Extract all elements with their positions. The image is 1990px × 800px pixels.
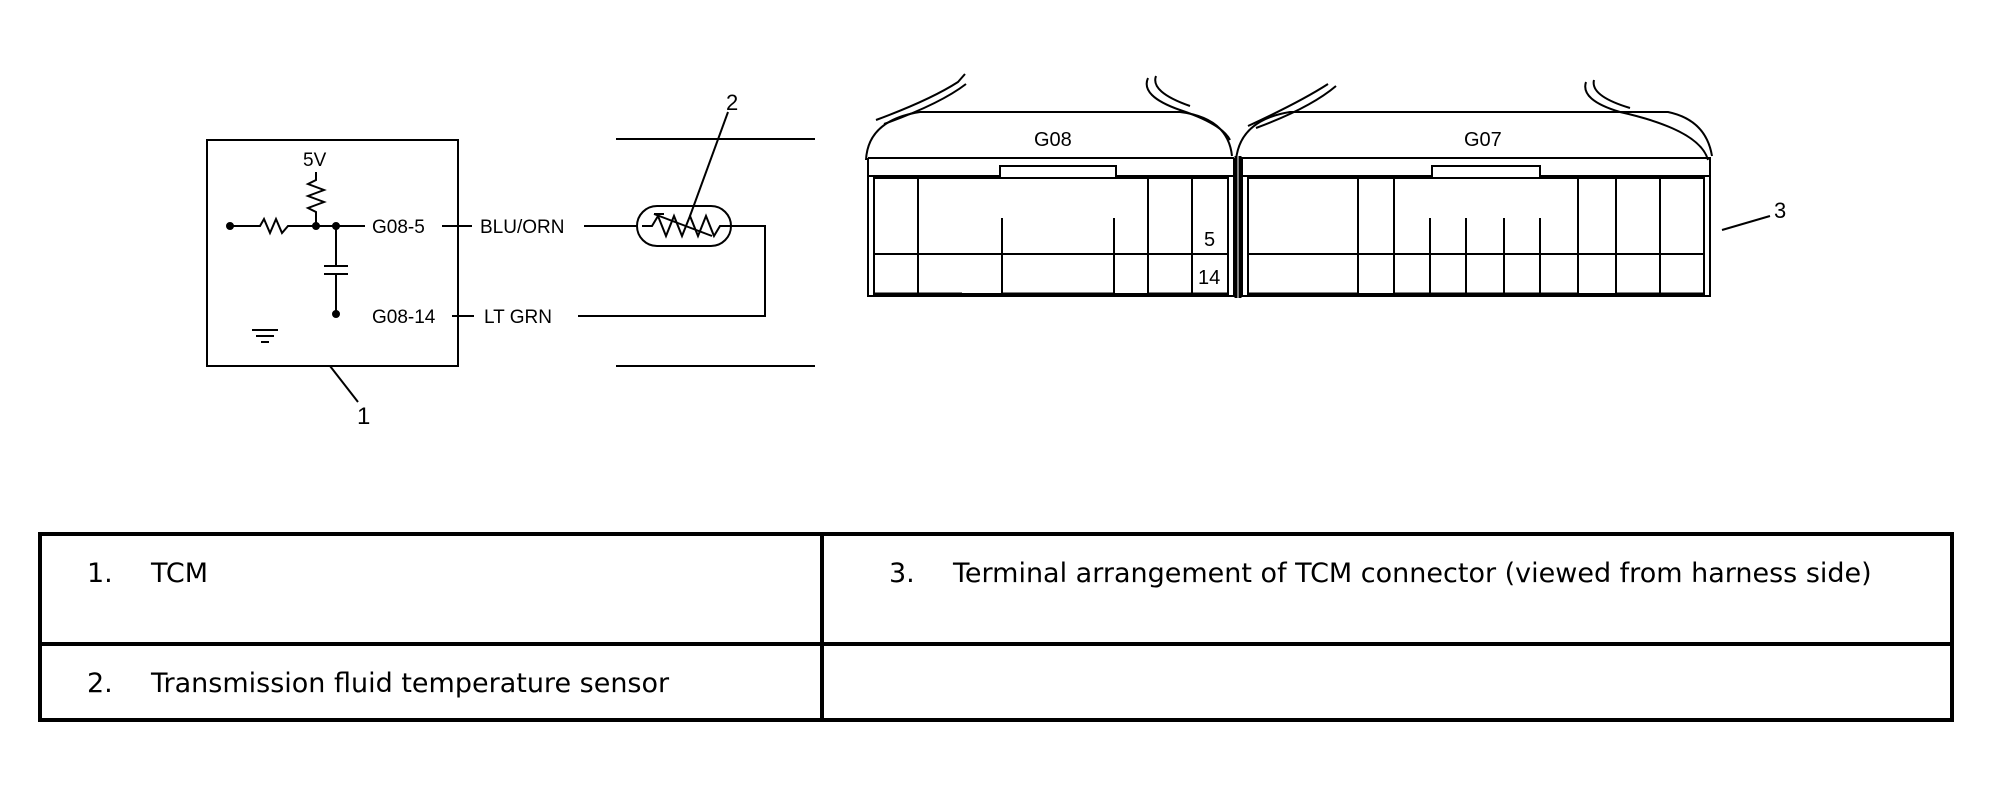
legend-item-2-text: Transmission fluid temperature sensor [151, 668, 670, 699]
connector-g08-top-key [868, 165, 1234, 177]
legend-item-1-number: 1. [87, 558, 113, 589]
connector-g08-harness-left [875, 73, 967, 125]
callout-1-label: 1 [357, 403, 370, 430]
terminal-14-label: 14 [1198, 267, 1220, 289]
junction-mid [312, 222, 320, 230]
legend-item-2-number: 2. [87, 668, 113, 699]
supply-voltage-label: 5V [303, 150, 327, 171]
sensor-body [636, 205, 732, 247]
callout-2-leader [689, 111, 729, 217]
pin-label-g08-14: G08-14 [372, 307, 436, 328]
connector-g08-inner [873, 177, 1229, 295]
sensor-slope-line [653, 213, 713, 237]
tcm-box [206, 139, 459, 367]
connector-g07-top-key [1242, 165, 1710, 177]
connector-g08-outline [867, 157, 1235, 297]
connector-g08-grid [874, 177, 1228, 294]
legend-item-3-number: 3. [889, 558, 915, 589]
connector-g07-grid [1248, 178, 1704, 294]
terminal-5-label: 5 [1204, 229, 1215, 251]
callout-3-label: 3 [1774, 198, 1786, 223]
wire-b [578, 225, 766, 317]
internal-series-resistor [228, 216, 365, 236]
legend-cell-empty [820, 642, 1954, 722]
connector-g07-outline [1241, 157, 1711, 297]
connector-g07-inner [1247, 177, 1705, 295]
legend-cell: 1. TCM [38, 532, 824, 646]
legend-item-3-text: Terminal arrangement of TCM connector (v… [953, 558, 1872, 589]
junction-left [226, 222, 234, 230]
capacitor [324, 226, 348, 314]
wire-a-label: BLU/ORN [480, 217, 564, 238]
legend-table: 1. TCM 3. Terminal arrangement of TCM co… [38, 532, 1954, 722]
callout-3-leader [1721, 215, 1771, 231]
connector-g07-harness-right [1584, 79, 1709, 161]
legend-row: 2. Transmission fluid temperature sensor [38, 642, 1954, 722]
connector-g08-brace [865, 111, 1233, 161]
connector-g08-harness-right [1145, 75, 1231, 141]
pullup-resistor [305, 172, 327, 228]
ground-symbol [252, 329, 278, 343]
connector-g07-brace [1235, 111, 1713, 161]
wiring-diagram: 1 5V G08-5 G08-14 BLU/ORN LT GRN 2 5 14 … [206, 73, 1786, 430]
legend-item-1-text: TCM [151, 558, 209, 589]
legend-row: 1. TCM 3. Terminal arrangement of TCM co… [38, 532, 1954, 646]
callout-1-leader [329, 365, 359, 403]
connector-g07-harness-left [1247, 83, 1337, 129]
legend-cell: 2. Transmission fluid temperature sensor [38, 642, 824, 722]
connector-divider [1234, 156, 1242, 298]
connector-g08-name: G08 [1034, 129, 1072, 151]
pin-label-g08-5: G08-5 [372, 217, 425, 238]
wire-b-label: LT GRN [484, 307, 552, 328]
connector-g07-name: G07 [1464, 129, 1502, 151]
legend-cell: 3. Terminal arrangement of TCM connector… [820, 532, 1954, 646]
junction-cap [332, 310, 340, 318]
callout-2-label: 2 [726, 90, 738, 115]
